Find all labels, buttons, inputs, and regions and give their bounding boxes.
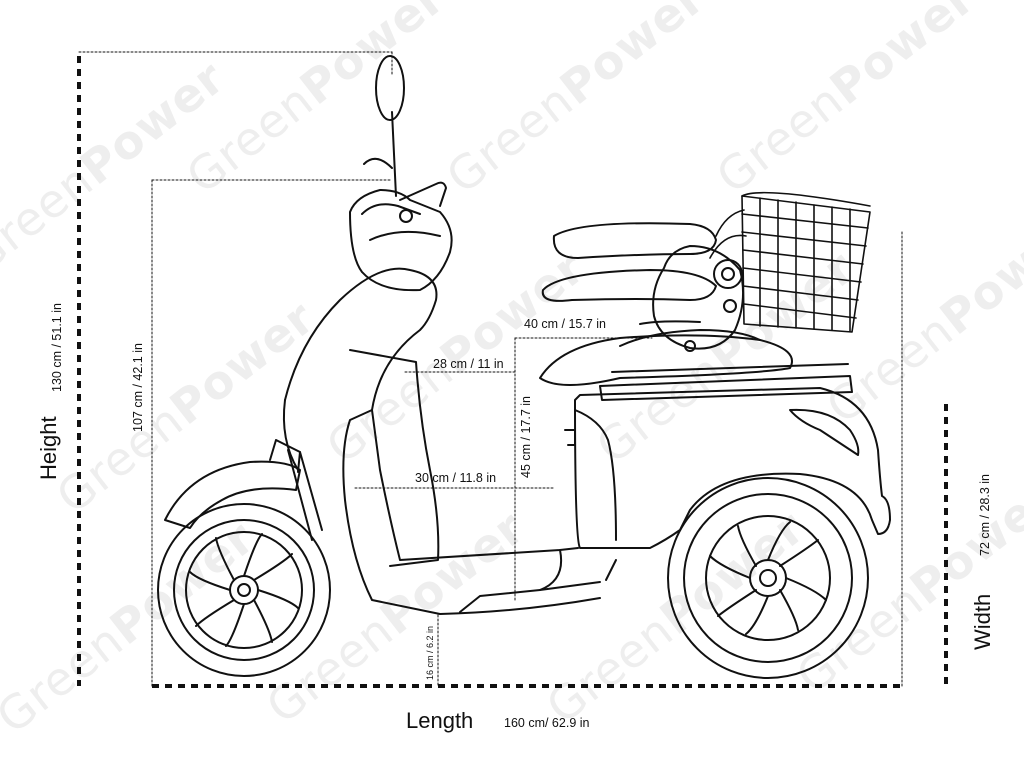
width-label: Width: [970, 593, 995, 650]
legroom-value: 30 cm / 11.8 in: [415, 471, 497, 485]
basket: [709, 191, 871, 333]
height-value: 130 cm / 51.1 in: [50, 303, 64, 392]
length-value: 160 cm/ 62.9 in: [504, 716, 590, 730]
ground-clearance-value: 16 cm / 6.2 in: [425, 625, 435, 680]
front-wheel: [157, 503, 331, 677]
seat-to-floor-value: 45 cm / 17.7 in: [519, 396, 533, 478]
height-label: Height: [36, 416, 61, 480]
width-value: 72 cm / 28.3 in: [978, 474, 992, 556]
floor-width-value: 28 cm / 11 in: [433, 357, 504, 371]
rear-wheel: [667, 477, 869, 679]
main-dimension-lines: [77, 56, 948, 688]
seat-assembly: [539, 222, 793, 386]
rear-body: [564, 363, 891, 549]
length-label: Length: [406, 708, 474, 733]
seat-height-value: 107 cm / 42.1 in: [131, 343, 145, 432]
seat-width-value: 40 cm / 15.7 in: [524, 317, 606, 331]
front-body: [164, 55, 617, 615]
guide-lines: [78, 51, 903, 687]
